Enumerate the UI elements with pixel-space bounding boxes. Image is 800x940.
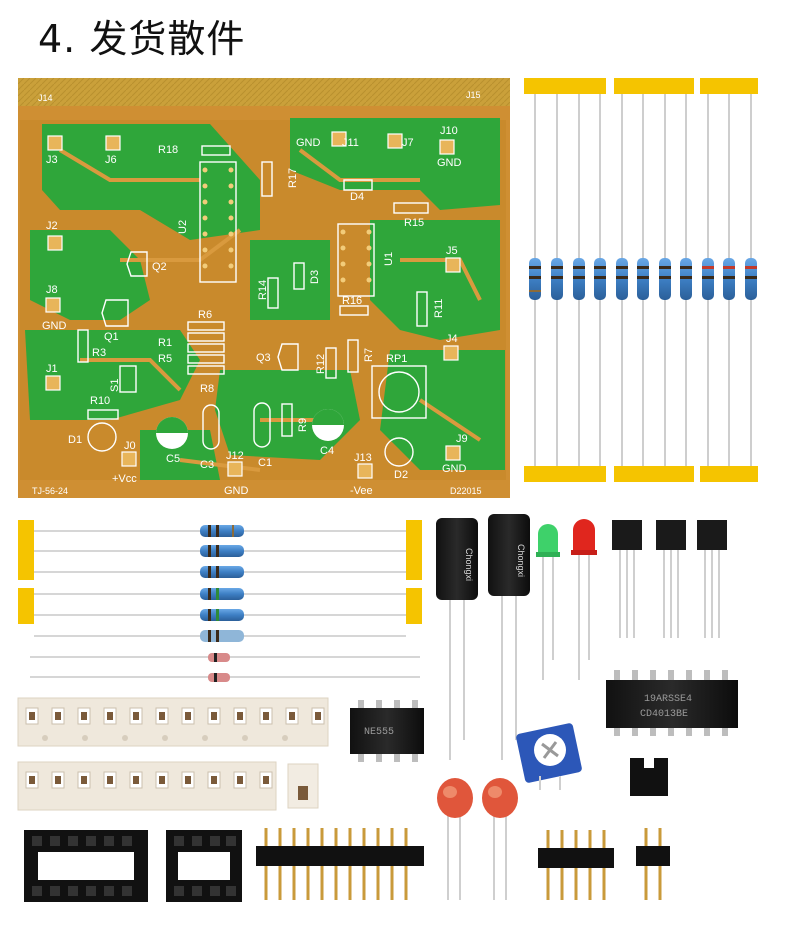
- label-u1: U1: [383, 252, 395, 266]
- transistors: [612, 520, 727, 638]
- ic-socket-8: [166, 830, 242, 902]
- label-j13: J13: [354, 452, 372, 464]
- label-j2: J2: [46, 220, 58, 232]
- label-c1: C1: [258, 457, 272, 469]
- electrolytic-capacitors: Chongxi Chongxi: [436, 514, 530, 760]
- label-d3: D3: [309, 270, 321, 284]
- label-j10: J10: [440, 125, 458, 137]
- label-r17: R17: [287, 168, 299, 188]
- ic-small-marking: NE555: [364, 727, 394, 738]
- label-gnd-j9: GND: [442, 463, 467, 475]
- label-r6: R6: [198, 309, 212, 321]
- label-j12: J12: [226, 450, 244, 462]
- label-board-id: TJ-56-24: [32, 486, 68, 496]
- label-c4: C4: [320, 445, 334, 457]
- label-q1: Q1: [104, 331, 119, 343]
- label-j4: J4: [446, 333, 458, 345]
- pin-header-long: [256, 828, 424, 900]
- label-r15: R15: [404, 217, 424, 229]
- label-r10: R10: [90, 395, 110, 407]
- label-d2: D2: [394, 469, 408, 481]
- capacitor-brand-1: Chongxi: [464, 548, 474, 581]
- page-title: 4. 发货散件: [38, 17, 246, 61]
- smd-tape-1: [17, 697, 329, 747]
- ic-large-marking-2: CD4013BE: [640, 709, 688, 720]
- label-j14: J14: [38, 93, 53, 103]
- label-d1: D1: [68, 434, 82, 446]
- label-r11: R11: [433, 299, 445, 318]
- leds: [536, 519, 597, 680]
- resistor-tape-horizontal: [18, 520, 422, 682]
- label-j1: J1: [46, 363, 58, 375]
- ceramic-capacitors: [437, 778, 518, 900]
- label-j0: J0: [124, 440, 136, 452]
- smd-tape-2: [17, 761, 319, 811]
- label-j15: J15: [466, 90, 481, 100]
- label-r16: R16: [342, 295, 362, 307]
- label-j11: J11: [342, 137, 359, 149]
- jumper-cap: [630, 758, 668, 796]
- label-gnd-j10: GND: [437, 157, 462, 169]
- resistor-tape-vertical: [524, 78, 758, 482]
- label-gnd-j8: GND: [42, 320, 67, 332]
- label-gnd-j12: GND: [224, 485, 249, 497]
- label-gnd-top: GND: [296, 137, 321, 149]
- label-c3: C3: [200, 459, 214, 471]
- label-j7: J7: [402, 137, 414, 149]
- label-date-code: D22015: [450, 486, 482, 496]
- ic-cd4013: 19ARSSE4 CD4013BE: [606, 670, 738, 736]
- label-vee: -Vee: [350, 485, 373, 497]
- label-j8: J8: [46, 284, 58, 296]
- label-c5: C5: [166, 453, 180, 465]
- label-r7: R7: [363, 348, 375, 362]
- pin-header-2pin: [636, 828, 670, 900]
- label-u2: U2: [177, 220, 189, 234]
- label-r3: R3: [92, 347, 106, 359]
- label-r9: R9: [297, 418, 309, 432]
- label-q3: Q3: [256, 352, 271, 364]
- label-j5: J5: [446, 245, 458, 257]
- pin-header-short: [538, 830, 614, 900]
- label-vcc: +Vcc: [112, 473, 137, 485]
- trimmer-potentiometer: [516, 723, 582, 790]
- pcb-board: J14 J15 J3 J6 GND J11 J7 J10 GND R18 R17…: [18, 78, 510, 498]
- label-rp1: RP1: [386, 353, 407, 365]
- ic-large-marking-1: 19ARSSE4: [644, 694, 692, 705]
- label-j6: J6: [105, 154, 117, 166]
- label-r5: R5: [158, 353, 172, 365]
- label-r1: R1: [158, 337, 172, 349]
- label-s1: S1: [109, 379, 121, 392]
- label-r14: R14: [257, 280, 269, 300]
- label-j3: J3: [46, 154, 58, 166]
- capacitor-brand-2: Chongxi: [516, 544, 526, 577]
- ic-ne555: NE555: [350, 700, 424, 762]
- label-r18: R18: [158, 144, 178, 156]
- label-r12: R12: [315, 354, 327, 374]
- label-r8: R8: [200, 383, 214, 395]
- label-j9: J9: [456, 433, 468, 445]
- ic-socket-16: [24, 830, 148, 902]
- label-q2: Q2: [152, 261, 167, 273]
- label-d4: D4: [350, 191, 364, 203]
